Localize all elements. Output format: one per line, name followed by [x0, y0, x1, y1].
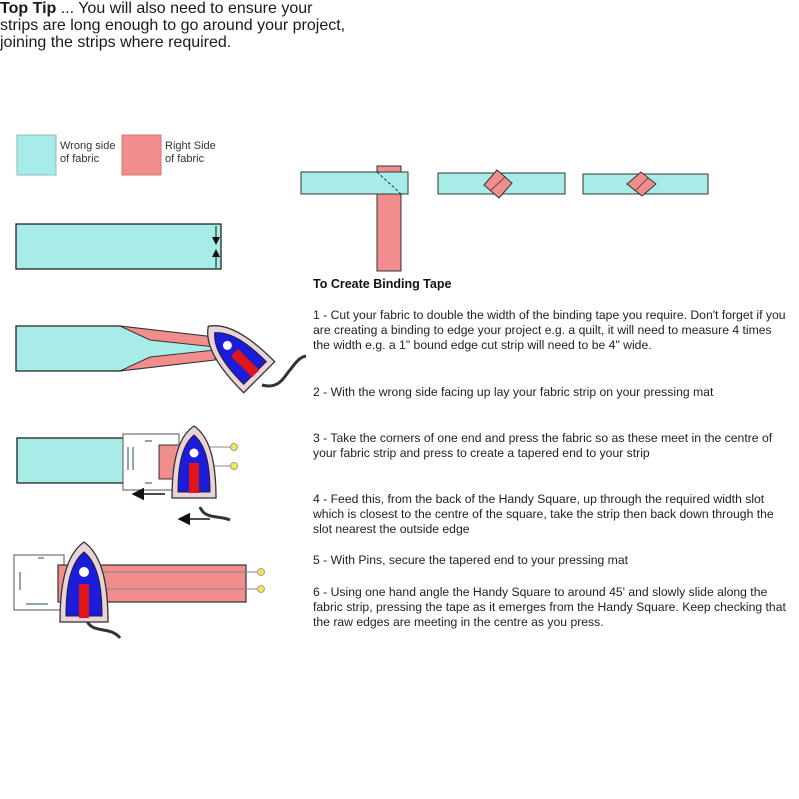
step-4: 4 - Feed this, from the back of the Hand… [313, 492, 774, 536]
joining-strips-diagram-2 [437, 169, 566, 199]
joining-strips-diagram-3 [582, 171, 709, 197]
legend-swatch-wrong-side [16, 134, 57, 176]
instructions-heading: To Create Binding Tape [313, 277, 452, 291]
joining-strips-diagram-1 [300, 165, 409, 272]
step-2: 2 - With the wrong side facing up lay yo… [313, 385, 714, 399]
iron-icon [207, 325, 276, 394]
pressing-tape-diagram [13, 541, 265, 640]
top-tip-text: ... You will also need to ensure your st… [0, 0, 346, 51]
iron-icon [59, 541, 109, 623]
handy-square-feed-diagram [16, 425, 238, 526]
tapered-strip-diagram [15, 325, 307, 394]
strip-diagram-cut [15, 223, 222, 270]
legend-label-wrong-side: Wrong side of fabric [60, 140, 116, 165]
top-tip-label: Top Tip [0, 0, 57, 17]
step-3: 3 - Take the corners of one end and pres… [313, 431, 773, 460]
top-tip: Top Tip ... You will also need to ensure… [0, 0, 350, 51]
step-1: 1 - Cut your fabric to double the width … [313, 308, 786, 352]
iron-icon [171, 425, 217, 499]
step-6: 6 - Using one hand angle the Handy Squar… [313, 585, 786, 629]
legend-swatch-right-side [121, 134, 162, 176]
legend-label-right-side: Right Side of fabric [165, 140, 216, 165]
step-5: 5 - With Pins, secure the tapered end to… [313, 553, 629, 567]
